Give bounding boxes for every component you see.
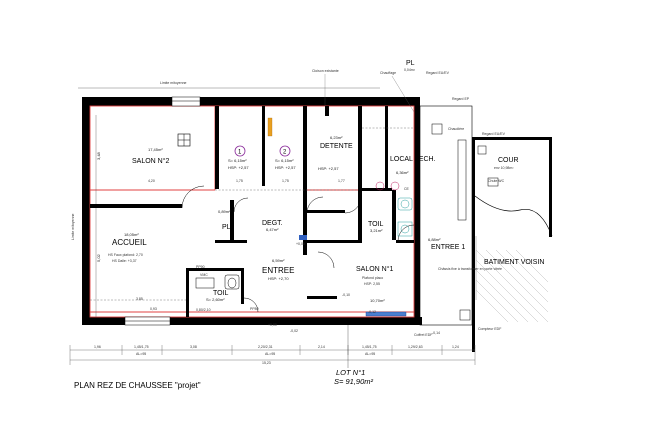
svg-text:1,77: 1,77 <box>338 179 345 183</box>
svg-text:CE: CE <box>404 187 410 191</box>
plan-title: PLAN REZ DE CHAUSSEE "projet" <box>74 381 201 390</box>
svg-text:AL=95: AL=95 <box>136 352 146 356</box>
svg-text:Châssis fixe à transformer en: Châssis fixe à transformer en porte vitr… <box>438 267 502 271</box>
interior-walls <box>90 106 414 317</box>
room-pl: PL <box>222 224 231 231</box>
right-annex <box>419 105 553 352</box>
outer-walls <box>82 97 422 325</box>
svg-text:Regard EU/EV: Regard EU/EV <box>482 132 506 136</box>
svg-text:0,89m²: 0,89m² <box>218 209 231 214</box>
svg-text:Coffret EDF: Coffret EDF <box>414 333 432 337</box>
svg-text:HSP: +2,57: HSP: +2,57 <box>318 166 339 171</box>
room-toil-left: TOIL <box>213 290 229 297</box>
dimension-labels: 1,96 1,45/1,75 3,08 2,20/2,31 2,14 1,45/… <box>94 151 459 365</box>
svg-text:PP80: PP80 <box>250 307 259 311</box>
svg-text:1,29/2,63: 1,29/2,63 <box>408 345 423 349</box>
svg-text:Chaudière: Chaudière <box>448 127 464 131</box>
svg-text:AL=95: AL=95 <box>265 352 275 356</box>
svg-text:1,96: 1,96 <box>94 345 101 349</box>
svg-text:3,21m²: 3,21m² <box>370 228 383 233</box>
svg-text:+0,00: +0,00 <box>268 323 277 327</box>
svg-text:VMC: VMC <box>200 273 208 277</box>
svg-text:PP90: PP90 <box>196 265 205 269</box>
limite-left-label: Limite mitoyenne <box>71 213 75 240</box>
room-pl-top: PL <box>406 60 415 67</box>
svg-text:6,36m²: 6,36m² <box>396 170 409 175</box>
svg-text:1,75: 1,75 <box>282 179 289 183</box>
svg-text:6,23m²: 6,23m² <box>330 135 343 140</box>
room-cour: COUR <box>498 157 519 164</box>
svg-text:4,20: 4,20 <box>148 179 155 183</box>
svg-text:S= 6,15m²: S= 6,15m² <box>275 158 294 163</box>
room-labels: 17,45m² SALON N°2 18,05m² ACCUEIL HS Fau… <box>108 60 544 303</box>
svg-text:Chute WC: Chute WC <box>488 179 505 183</box>
annotations: Cloison existante Chauffage Regard EU/EV… <box>196 69 506 337</box>
svg-text:Compteur EDF: Compteur EDF <box>478 327 501 331</box>
svg-text:3,85: 3,85 <box>136 297 143 301</box>
lot-surface: S= 91,90m² <box>334 377 373 386</box>
dimension-lines <box>69 115 476 365</box>
svg-text:1,24: 1,24 <box>452 345 459 349</box>
svg-text:6,47m²: 6,47m² <box>266 227 279 232</box>
svg-text:Chauffage: Chauffage <box>380 71 396 75</box>
room-local-tech: LOCAL TECH. <box>390 156 436 163</box>
svg-text:-0,14: -0,14 <box>432 331 440 335</box>
svg-text:HSP: +2,70: HSP: +2,70 <box>268 276 289 281</box>
svg-text:15,23: 15,23 <box>262 361 271 365</box>
door-swings <box>181 185 415 313</box>
svg-text:S= 6,15m²: S= 6,15m² <box>228 158 247 163</box>
room2-marker: 2 <box>283 150 287 156</box>
limite-top-label: Limite mitoyenne <box>160 81 187 85</box>
svg-text:Cloison existante: Cloison existante <box>312 69 339 73</box>
svg-text:1,75: 1,75 <box>236 179 243 183</box>
svg-text:HS Faux plafond: 2,70: HS Faux plafond: 2,70 <box>108 253 143 257</box>
svg-text:2,20/2,31: 2,20/2,31 <box>258 345 273 349</box>
svg-text:HSP: 2,55: HSP: 2,55 <box>364 282 380 286</box>
svg-text:HSP: +2,57: HSP: +2,57 <box>275 165 296 170</box>
room-entree1: ENTREE 1 <box>431 244 465 251</box>
svg-text:6,88m²: 6,88m² <box>428 237 441 242</box>
svg-text:-0,12: -0,12 <box>368 310 376 314</box>
svg-text:HSP: +2,57: HSP: +2,57 <box>228 165 249 170</box>
svg-text:env 10,98m²: env 10,98m² <box>494 166 514 170</box>
svg-text:1,45/1,75: 1,45/1,75 <box>362 345 377 349</box>
room-batiment-voisin: BATIMENT VOISIN <box>484 259 544 266</box>
svg-text:AL=95: AL=95 <box>365 352 375 356</box>
windows <box>124 96 407 326</box>
room-entree: ENTREE <box>262 266 294 275</box>
svg-text:1,45/1,75: 1,45/1,75 <box>134 345 149 349</box>
svg-text:-0,02: -0,02 <box>290 329 298 333</box>
room-salon2: SALON N°2 <box>132 157 170 165</box>
room-degt: DEGT. <box>262 220 283 227</box>
svg-text:5,02: 5,02 <box>96 253 101 262</box>
room-detente: DETENTE <box>320 143 353 150</box>
svg-text:3,48: 3,48 <box>96 151 101 160</box>
svg-text:+0,00: +0,00 <box>296 242 305 246</box>
svg-text:10,70m²: 10,70m² <box>370 298 385 303</box>
svg-text:Regard EU/EV: Regard EU/EV <box>426 71 450 75</box>
svg-text:6,59m²: 6,59m² <box>272 258 285 263</box>
room-toil-mid: TOIL <box>368 221 384 228</box>
svg-text:Plafond placo: Plafond placo <box>362 276 383 280</box>
room-salon1: SALON N°1 <box>356 265 394 273</box>
svg-text:0,80/2,10: 0,80/2,10 <box>196 308 211 312</box>
svg-text:3,08: 3,08 <box>190 345 197 349</box>
sanitary-fixtures <box>195 181 413 290</box>
svg-text:0,04m²: 0,04m² <box>404 68 416 72</box>
svg-text:S= 2,60m²: S= 2,60m² <box>206 297 225 302</box>
room1-marker: 1 <box>238 150 242 156</box>
svg-text:-0,10: -0,10 <box>342 293 350 297</box>
svg-text:0,93: 0,93 <box>150 307 157 311</box>
svg-text:17,45m²: 17,45m² <box>148 147 163 152</box>
svg-text:2,14: 2,14 <box>318 345 325 349</box>
room-accueil: ACCUEIL <box>112 238 147 247</box>
lot-name: LOT N°1 <box>336 368 365 377</box>
svg-text:HS Dalle: +3,37: HS Dalle: +3,37 <box>112 259 137 263</box>
svg-text:Regard EP: Regard EP <box>452 97 470 101</box>
svg-text:18,05m²: 18,05m² <box>124 232 139 237</box>
